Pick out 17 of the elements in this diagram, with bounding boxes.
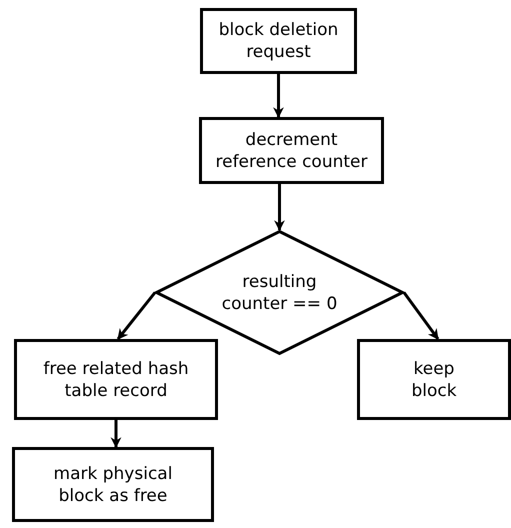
- node-label: free related hash table record: [42, 358, 190, 402]
- node-label: mark physical block as free: [52, 462, 174, 506]
- node-label: block deletion request: [218, 19, 340, 63]
- process-box: [200, 8, 357, 74]
- process-box: [14, 339, 218, 420]
- node-label: keep block: [410, 358, 458, 402]
- arrow: [274, 184, 285, 232]
- decision-diamond: [155, 230, 404, 355]
- process-box: [199, 117, 384, 184]
- arrow: [273, 74, 284, 118]
- node-label: decrement reference counter: [214, 128, 368, 172]
- process-box: [357, 339, 511, 420]
- process-box: [12, 447, 214, 522]
- node-label: resulting counter == 0: [220, 270, 338, 314]
- arrow: [402, 292, 440, 340]
- arrow: [110, 420, 122, 448]
- arrow: [116, 292, 156, 340]
